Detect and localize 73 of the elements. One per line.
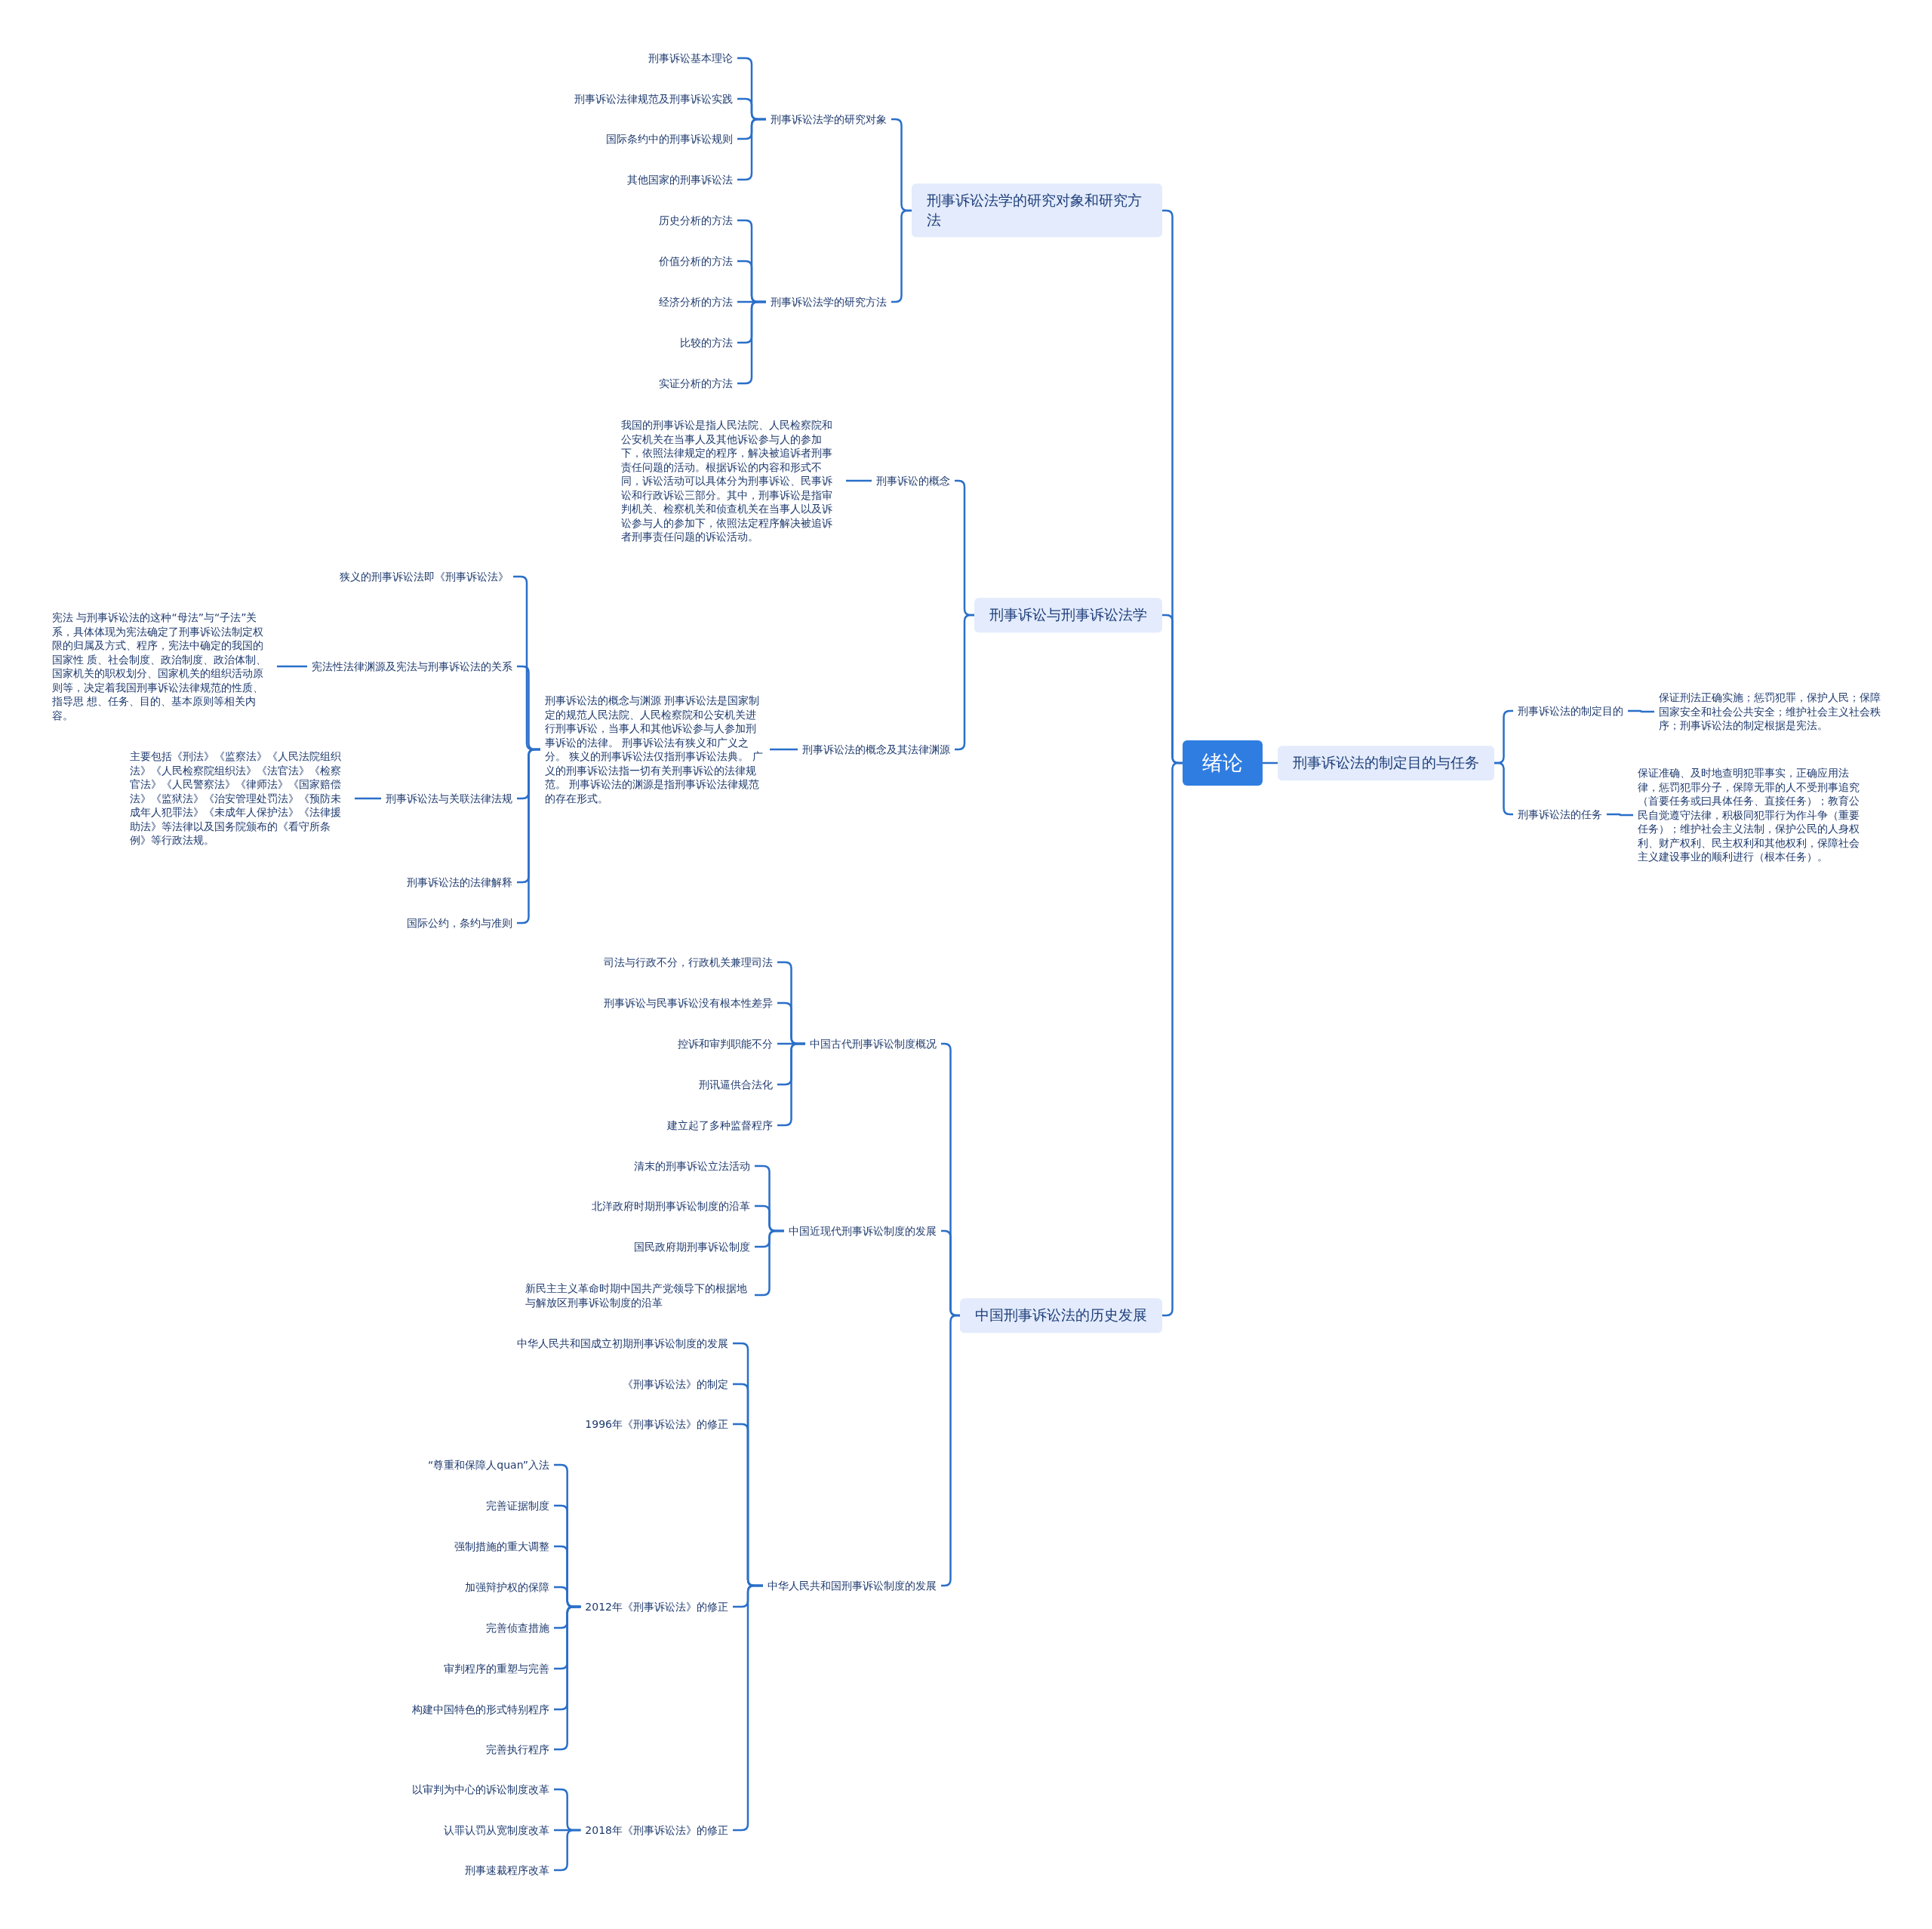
note-text: 宪法 与刑事诉讼法的这种“母法”与“子法”关系，具体体现为宪法确定了刑事诉讼法制定权限的归属及方式、程序，宪法中确定的我国的国家性 质、社会制度、政治制度、政治体制、国家机关的职权划分、国家机关的组织活动原则等，决定着我国刑事诉讼法律规范的性质、指导思 想、任务、目的、基本原则等相关内容。: [48, 611, 277, 722]
topic-text: 比较的方法: [675, 335, 737, 350]
topic-text: 司法与行政不分，行政机关兼理司法: [599, 955, 777, 970]
topic-text: 完善证据制度: [481, 1498, 554, 1513]
topic-text: 中华人民共和国成立初期刑事诉讼制度的发展: [512, 1336, 733, 1351]
note-text: 保证刑法正确实施；惩罚犯罪，保护人民；保障国家安全和社会公共安全；维护社会主义社会秩序；刑事诉讼法的制定根据是宪法。: [1654, 691, 1888, 733]
note-text: 我国的刑事诉讼是指人民法院、人民检察院和公安机关在当事人及其他诉讼参与人的参加下，依照法律规定的程序，解决被追诉者刑事责任问题的活动。根据诉讼的内容和形式不同，诉讼活动可以具体分为刑事诉讼、民事诉讼和行政诉讼三部分。其中，刑事诉讼是指审判机关、检察机关和侦查机关在当事人以及诉讼参与人的参加下，依照法定程序解决被追诉者刑事责任问题的诉讼活动。: [617, 417, 846, 544]
connector-line: [355, 797, 381, 800]
topic-text: 其他国家的刑事诉讼法: [623, 172, 737, 187]
topic-text: 控诉和审判职能不分: [673, 1036, 777, 1051]
topic-text: 强制措施的重大调整: [450, 1539, 554, 1554]
topic-text: 中华人民共和国刑事诉讼制度的发展: [763, 1578, 941, 1593]
connector-line: [737, 118, 766, 181]
topic-text: 刑事诉讼法学的研究对象: [766, 112, 891, 127]
topic-text: 以审判为中心的诉讼制度改革: [408, 1782, 554, 1797]
topic-text: 中国古代刑事诉讼制度概况: [805, 1036, 941, 1051]
topic-text: 加强辩护权的保障: [460, 1580, 554, 1595]
topic-text: 建立起了多种监督程序: [663, 1118, 777, 1133]
connector-line: [777, 1042, 805, 1127]
topic-text: 刑事诉讼法的任务: [1513, 807, 1607, 822]
topic-text: 宪法性法律渊源及宪法与刑事诉讼法的关系: [307, 659, 517, 674]
topic-text: 刑事诉讼基本理论: [644, 51, 737, 66]
branch-topic: 中国刑事诉讼法的历史发展: [960, 1298, 1162, 1333]
connector-line: [737, 300, 766, 385]
topic-text: 北洋政府时期刑事诉讼制度的沿革: [587, 1198, 755, 1214]
topic-text: 刑事诉讼与民事诉讼没有根本性差异: [599, 995, 777, 1011]
branch-topic: 刑事诉讼法学的研究对象和研究方法: [912, 183, 1162, 238]
topic-text: 刑事诉讼法律规范及刑事诉讼实践: [570, 91, 737, 106]
topic-text: 刑事诉讼法学的研究方法: [766, 294, 891, 309]
central-topic: 绪论: [1183, 740, 1263, 786]
topic-text: 狭义的刑事诉讼法即《刑事诉讼法》: [335, 569, 513, 584]
branch-topic: 刑事诉讼与刑事诉讼法学: [974, 598, 1162, 632]
topic-text: 刑事诉讼法的制定目的: [1513, 703, 1628, 718]
connector-line: [770, 748, 798, 751]
topic-text: 完善执行程序: [481, 1742, 554, 1757]
connector-line: [1607, 813, 1633, 817]
connector-line: [1263, 761, 1278, 765]
topic-text: 刑讯逼供合法化: [694, 1077, 777, 1092]
topic-text: 刑事速裁程序改革: [460, 1863, 554, 1878]
connector-line: [554, 1829, 581, 1872]
topic-text: 清末的刑事诉讼立法活动: [629, 1158, 755, 1174]
topic-text: “尊重和保障人quan”入法: [423, 1457, 554, 1472]
topic-text: 国际条约中的刑事诉讼规则: [601, 131, 737, 146]
topic-text: 经济分析的方法: [654, 294, 737, 309]
note-text: 主要包括《刑法》《监察法》《人民法院组织法》《人民检察院组织法》《法官法》《检察官法》《人民警察法》《律师法》《国家赔偿法》《监狱法》《治安管理处罚法》《预防未成年人犯罪法》《未成年人保护法》《法律援助法》等法律以及国务院颁布的《看守所条例》等行政法规。: [125, 749, 355, 848]
topic-text: 刑事诉讼法的概念及其法律渊源: [798, 742, 955, 757]
topic-text: 2018年《刑事诉讼法》的修正: [580, 1823, 733, 1838]
topic-text: 实证分析的方法: [654, 376, 737, 391]
connector-line: [1161, 761, 1183, 1317]
note-text: 新民主主义革命时期中国共产党领导下的根据地与解放区刑事诉讼制度的沿革: [521, 1281, 755, 1309]
topic-text: 《刑事诉讼法》的制定: [618, 1377, 733, 1392]
topic-text: 1996年《刑事诉讼法》的修正: [580, 1417, 733, 1432]
topic-text: 刑事诉讼法的法律解释: [402, 875, 517, 890]
topic-text: 国际公约，条约与准则: [402, 915, 517, 931]
topic-text: 认罪认罚从宽制度改革: [439, 1823, 554, 1838]
connector-line: [554, 1605, 581, 1751]
topic-text: 中国近现代刑事诉讼制度的发展: [784, 1223, 941, 1238]
topic-text: 价值分析的方法: [654, 254, 737, 269]
note-text: 保证准确、及时地查明犯罪事实，正确应用法律，惩罚犯罪分子，保障无罪的人不受刑事追究（首要任务或曰具体任务、直接任务）；教育公民自觉遵守法律，积极同犯罪行为作斗争（重要任务）；维护社会主义法制，保护公民的人身权利、财产权利、民主权利和其他权利，保障社会主义建设事业的顺利进行（根本任务）。: [1633, 766, 1864, 864]
topic-text: 审判程序的重塑与完善: [439, 1661, 554, 1676]
connector-line: [277, 665, 307, 668]
topic-text: 完善侦查措施: [481, 1620, 554, 1635]
connector-line: [846, 479, 872, 482]
topic-text: 刑事诉讼法与关联法律法规: [381, 791, 517, 806]
topic-text: 国民政府期刑事诉讼制度: [629, 1239, 755, 1254]
topic-text: 2012年《刑事诉讼法》的修正: [580, 1599, 733, 1614]
connector-line: [517, 748, 540, 925]
branch-topic: 刑事诉讼法的制定目的与任务: [1278, 746, 1494, 780]
topic-text: 刑事诉讼的概念: [872, 473, 955, 488]
topic-text: 历史分析的方法: [654, 213, 737, 228]
note-text: 刑事诉讼法的概念与渊源 刑事诉讼法是国家制定的规范人民法院、人民检察院和公安机关进行刑事诉讼，当事人和其他诉讼参与人参加刑事诉讼的法律。 刑事诉讼法有狭义和广义之分。 狭义的刑事诉讼法仅指刑事诉讼法典。 广义的刑事诉讼法指一切有关刑事诉讼的法律规范。 刑事诉讼法的渊源是指刑事诉讼法律规范的存在形式。: [540, 694, 770, 805]
topic-text: 构建中国特色的形式特别程序: [408, 1702, 554, 1717]
connector-line: [1628, 709, 1654, 713]
